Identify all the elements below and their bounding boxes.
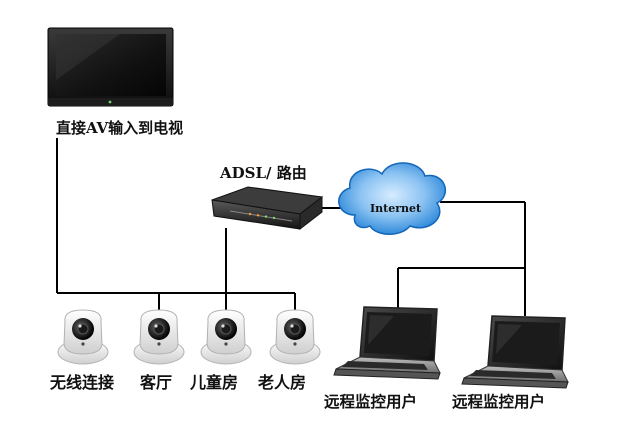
ip-camera-icon [269,309,321,365]
camera-kids [200,309,252,365]
router-icon [211,186,324,231]
tv-label: 直接AV输入到电视 [56,119,183,137]
remote-laptop-1 [333,306,441,380]
camera-living-label: 客厅 [140,373,172,392]
remote-user-2-label: 远程监控用户 [452,392,545,411]
ip-camera-icon [133,309,185,365]
ip-camera-icon [200,309,252,365]
remote-user-1-label: 远程监控用户 [324,392,417,411]
camera-elder-label: 老人房 [257,373,306,392]
laptop-icon [333,306,441,380]
camera-kids-label: 儿童房 [189,373,238,392]
wires [56,138,526,316]
camera-living [133,309,185,365]
ip-camera-icon [57,309,109,365]
laptop-icon [461,315,569,389]
router-label: ADSL/ 路由 [219,164,307,182]
camera-wireless-label: 无线连接 [49,373,114,392]
television-icon [47,27,174,107]
internet-label: Internet [370,202,422,215]
remote-laptop-2 [461,315,569,389]
cloud-icon [338,162,447,235]
camera-elder [269,309,321,365]
camera-wireless [57,309,109,365]
